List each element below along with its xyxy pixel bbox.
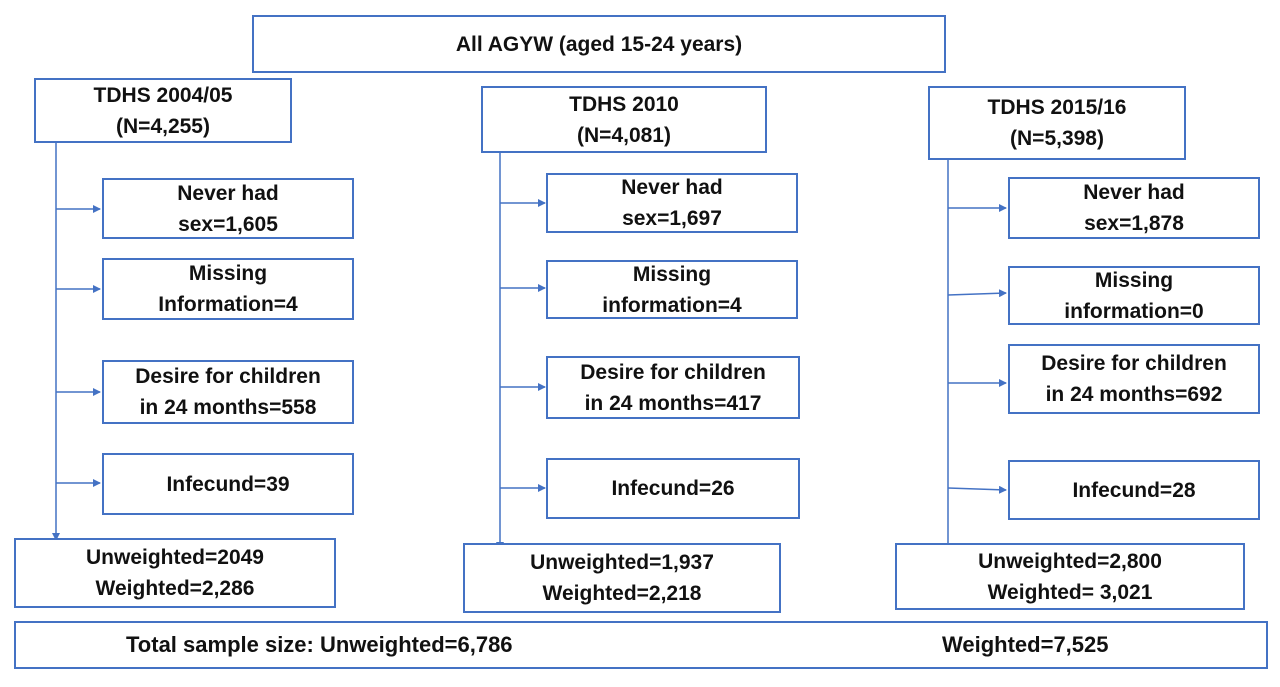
exclusion-box: Infecund=26 bbox=[546, 458, 800, 519]
total-unweighted: Total sample size: Unweighted=6,786 bbox=[126, 632, 513, 657]
exclusion-line2: sex=1,878 bbox=[1084, 212, 1184, 235]
exclusion-box: Infecund=28 bbox=[1008, 460, 1260, 520]
branch-arrow bbox=[947, 485, 1007, 494]
exclusion-box: Infecund=39 bbox=[102, 453, 354, 515]
total-sample-box: Total sample size: Unweighted=6,786 Weig… bbox=[14, 621, 1268, 669]
survey-box-2004: TDHS 2004/05 (N=4,255) bbox=[34, 78, 292, 143]
exclusion-line2: sex=1,697 bbox=[622, 207, 722, 230]
exclusion-box: Never had sex=1,697 bbox=[546, 173, 798, 233]
exclusion-line1: Desire for children bbox=[580, 360, 766, 384]
result-box-2004: Unweighted=2049 Weighted=2,286 bbox=[14, 538, 336, 608]
survey-n: (N=4,081) bbox=[577, 123, 671, 147]
exclusion-line1: Desire for children bbox=[1041, 352, 1227, 375]
exclusion-line2: information=0 bbox=[1064, 299, 1204, 323]
result-unweighted: Unweighted=2,800 bbox=[978, 549, 1162, 573]
result-unweighted: Unweighted=2049 bbox=[86, 546, 264, 569]
exclusion-line2: information=4 bbox=[602, 293, 742, 317]
survey-n: (N=5,398) bbox=[1010, 127, 1104, 150]
survey-name: TDHS 2004/05 bbox=[93, 83, 233, 107]
exclusion-line1: Never had bbox=[177, 181, 279, 205]
survey-n: (N=4,255) bbox=[116, 114, 210, 138]
exclusion-box: Desire for children in 24 months=558 bbox=[102, 360, 354, 424]
exclusion-line2: Information=4 bbox=[158, 293, 298, 316]
result-weighted: Weighted=2,218 bbox=[542, 582, 702, 605]
root-box: All AGYW (aged 15-24 years) bbox=[252, 15, 946, 73]
exclusion-box: Desire for children in 24 months=692 bbox=[1008, 344, 1260, 414]
exclusion-line1: Desire for children bbox=[135, 365, 321, 388]
branch-arrow bbox=[947, 289, 1007, 298]
exclusion-box: Never had sex=1,605 bbox=[102, 178, 354, 239]
exclusion-line1: Infecund=26 bbox=[611, 477, 735, 500]
result-unweighted: Unweighted=1,937 bbox=[530, 551, 714, 574]
survey-box-2010: TDHS 2010 (N=4,081) bbox=[481, 86, 767, 153]
exclusion-line1: Missing bbox=[1094, 268, 1174, 292]
exclusion-box: Missing information=0 bbox=[1008, 266, 1260, 325]
total-weighted: Weighted=7,525 bbox=[942, 632, 1109, 657]
exclusion-line1: Infecund=28 bbox=[1072, 478, 1196, 502]
survey-box-2015: TDHS 2015/16 (N=5,398) bbox=[928, 86, 1186, 160]
exclusion-line1: Missing bbox=[632, 262, 712, 286]
exclusion-box: Desire for children in 24 months=417 bbox=[546, 356, 800, 419]
survey-name: TDHS 2010 bbox=[569, 92, 679, 116]
exclusion-line1: Never had bbox=[1083, 181, 1185, 204]
exclusion-line1: Never had bbox=[621, 176, 723, 199]
survey-name: TDHS 2015/16 bbox=[987, 96, 1127, 119]
result-weighted: Weighted=2,286 bbox=[95, 577, 255, 600]
exclusion-box: Never had sex=1,878 bbox=[1008, 177, 1260, 239]
exclusion-line2: in 24 months=417 bbox=[584, 391, 762, 415]
exclusion-line2: in 24 months=558 bbox=[139, 396, 317, 419]
result-weighted: Weighted= 3,021 bbox=[987, 580, 1153, 604]
result-box-2010: Unweighted=1,937 Weighted=2,218 bbox=[463, 543, 781, 613]
exclusion-line2: sex=1,605 bbox=[178, 212, 278, 236]
exclusion-line1: Infecund=39 bbox=[166, 472, 290, 496]
exclusion-box: Missing information=4 bbox=[546, 260, 798, 319]
exclusion-line1: Missing bbox=[188, 262, 268, 285]
result-box-2015: Unweighted=2,800 Weighted= 3,021 bbox=[895, 543, 1245, 610]
root-label: All AGYW (aged 15-24 years) bbox=[455, 32, 743, 56]
exclusion-line2: in 24 months=692 bbox=[1045, 383, 1223, 406]
exclusion-box: Missing Information=4 bbox=[102, 258, 354, 320]
